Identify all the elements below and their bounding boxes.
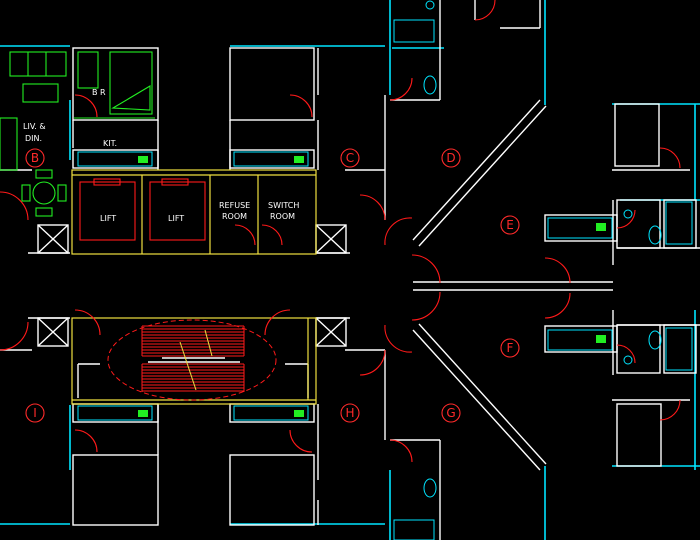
unit-tag-i: I xyxy=(25,403,45,423)
unit-tag-e: E xyxy=(500,215,520,235)
staircase xyxy=(107,319,277,401)
door-swings xyxy=(0,0,681,463)
unit-tag-label: G xyxy=(446,406,455,420)
unit-tag-label: I xyxy=(33,406,37,420)
label-living-2: DIN. xyxy=(25,134,42,143)
furniture-unit-b xyxy=(0,51,155,217)
unit-tag-d: D xyxy=(441,148,461,168)
label-kitchen: KIT. xyxy=(103,139,117,148)
unit-tag-label: D xyxy=(446,151,455,165)
unit-tag-label: C xyxy=(346,151,354,165)
room-labels: B R LIV. & DIN. KIT. LIFT LIFT REFUSE RO… xyxy=(23,88,299,223)
label-switch-1: SWITCH xyxy=(268,201,299,210)
unit-tag-label: E xyxy=(506,218,514,232)
unit-tags: B C D E F G H I xyxy=(25,148,520,423)
label-living-1: LIV. & xyxy=(23,122,46,131)
unit-tag-label: B xyxy=(31,151,39,165)
unit-tag-f: F xyxy=(500,338,520,358)
kitchen-counters xyxy=(77,0,693,540)
unit-tag-label: H xyxy=(345,406,354,420)
label-bedroom: B R xyxy=(92,88,106,97)
unit-tag-g: G xyxy=(441,403,461,423)
unit-tag-label: F xyxy=(507,341,514,355)
label-lift-2: LIFT xyxy=(168,214,184,223)
unit-tag-c: C xyxy=(340,148,360,168)
label-switch-2: ROOM xyxy=(270,212,295,221)
lift-cars xyxy=(79,178,206,241)
label-lift-1: LIFT xyxy=(100,214,116,223)
unit-tag-h: H xyxy=(340,403,360,423)
label-refuse-2: ROOM xyxy=(222,212,247,221)
unit-tag-b: B xyxy=(25,148,45,168)
label-refuse-1: REFUSE xyxy=(219,201,250,210)
